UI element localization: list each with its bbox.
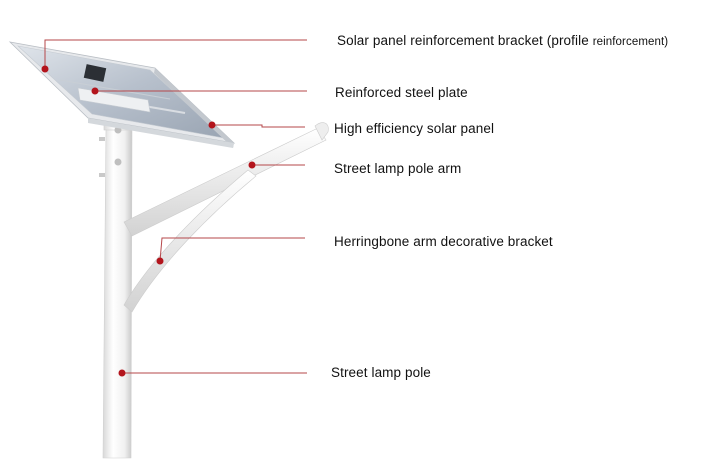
callout-street-lamp-pole: Street lamp pole [331, 365, 431, 380]
marker-dot [41, 65, 49, 73]
marker-dot [91, 87, 99, 95]
callout-high-efficiency-solar-panel: High efficiency solar panel [334, 121, 494, 136]
callout-text-small: reinforcement) [592, 36, 669, 48]
callout-solar-panel-reinforcement-bracket: Solar panel reinforcement bracket (profi… [337, 33, 668, 48]
callout-text: Reinforced steel plate [335, 85, 468, 100]
callout-text: Street lamp pole [331, 365, 431, 380]
street-lamp-pole-shape [99, 95, 133, 459]
leader-lines [44, 39, 307, 374]
marker-dot [208, 121, 216, 129]
callout-text: High efficiency solar panel [334, 121, 495, 136]
callout-text: Herringbone arm decorative bracket [334, 234, 553, 249]
marker-dots [41, 65, 256, 377]
street-lamp-pole-arm-shape [123, 122, 329, 237]
callout-herringbone-arm-decorative-bracket: Herringbone arm decorative bracket [334, 234, 553, 249]
marker-dot [118, 369, 126, 377]
callout-street-lamp-pole-arm: Street lamp pole arm [334, 161, 461, 176]
herringbone-bracket-shape [123, 169, 257, 313]
marker-dot [248, 161, 256, 169]
solar-panel-shape [8, 41, 236, 148]
callout-text: Solar panel reinforcement bracket (profi… [337, 33, 589, 48]
marker-dot [156, 257, 164, 265]
callout-reinforced-steel-plate: Reinforced steel plate [335, 85, 468, 100]
callout-text: Street lamp pole arm [334, 161, 462, 176]
